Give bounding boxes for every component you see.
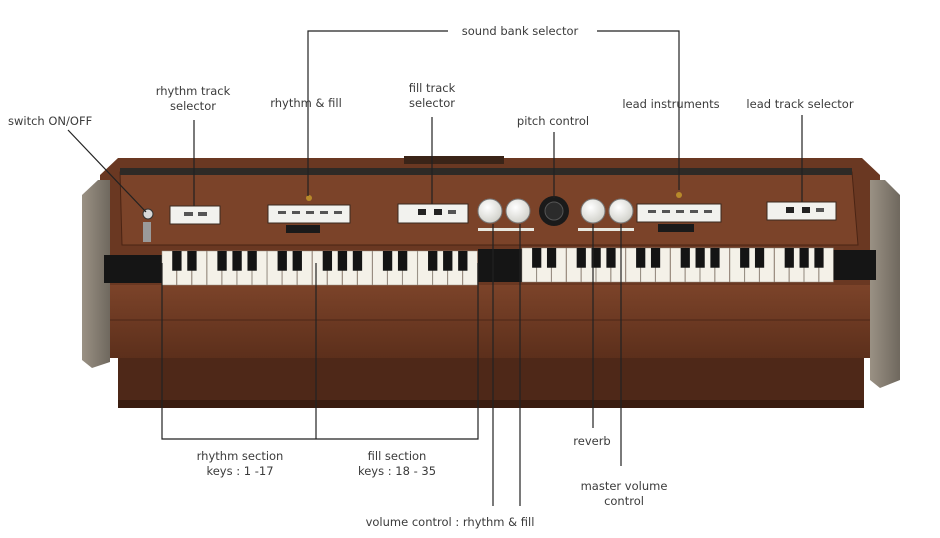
black-key[interactable] <box>292 251 302 271</box>
black-key[interactable] <box>740 248 750 268</box>
rhythm-fill-selector[interactable] <box>267 195 351 233</box>
label-master-volume-line2: control <box>604 494 644 508</box>
black-key[interactable] <box>754 248 765 268</box>
black-key[interactable] <box>710 248 720 268</box>
label-rhythm-section-line2: keys : 1 -17 <box>206 464 274 478</box>
label-fill-section: fill section keys : 18 - 35 <box>358 449 436 479</box>
label-rhythm-track-selector: rhythm track selector <box>156 84 231 114</box>
black-key[interactable] <box>532 248 542 268</box>
lead-instruments-selector[interactable] <box>636 192 722 232</box>
label-rhythm-section-line1: rhythm section <box>196 449 284 463</box>
volume-knob-rhythm[interactable] <box>477 198 503 224</box>
black-key[interactable] <box>650 248 661 268</box>
black-key[interactable] <box>799 248 809 268</box>
black-key[interactable] <box>172 251 182 271</box>
black-key[interactable] <box>337 251 348 271</box>
label-sound-bank-selector: sound bank selector <box>461 24 579 38</box>
keyboard-right[interactable] <box>521 247 834 283</box>
label-volume-control-rhythm-fill: volume control : rhythm & fill <box>365 515 535 529</box>
label-fill-track-line1: fill track <box>408 81 456 95</box>
label-lead-instruments: lead instruments <box>622 97 720 111</box>
pitch-knob[interactable] <box>539 196 569 226</box>
label-master-volume-control: master volume control <box>581 479 668 509</box>
black-key[interactable] <box>217 251 227 271</box>
label-fill-section-line2: keys : 18 - 35 <box>357 464 437 478</box>
label-rhythm-track-line1: rhythm track <box>155 84 231 98</box>
label-rhythm-and-fill: rhythm & fill <box>270 96 342 110</box>
black-key[interactable] <box>606 248 616 268</box>
label-fill-track-line2: selector <box>409 96 455 110</box>
black-key[interactable] <box>352 251 363 271</box>
label-reverb: reverb <box>573 434 611 448</box>
label-rhythm-section: rhythm section keys : 1 -17 <box>197 449 284 479</box>
black-key[interactable] <box>382 251 393 271</box>
black-key[interactable] <box>247 251 257 271</box>
label-master-volume-line1: master volume <box>580 479 668 493</box>
label-fill-section-line1: fill section <box>367 449 427 463</box>
black-key[interactable] <box>232 251 242 271</box>
black-key[interactable] <box>784 248 794 268</box>
callout-lines <box>67 30 803 506</box>
black-key[interactable] <box>322 251 333 271</box>
label-fill-track-selector: fill track selector <box>409 81 456 111</box>
black-key[interactable] <box>814 248 824 268</box>
black-key[interactable] <box>458 251 468 271</box>
black-key[interactable] <box>443 251 453 271</box>
right-end-cap <box>870 180 900 388</box>
reverb-knob[interactable] <box>580 198 606 224</box>
fill-track-selector[interactable] <box>397 203 469 224</box>
black-key[interactable] <box>187 251 197 271</box>
label-rhythm-track-line2: selector <box>170 99 216 113</box>
black-key[interactable] <box>591 248 601 268</box>
keyboard-left[interactable] <box>161 250 478 286</box>
label-lead-track-selector: lead track selector <box>746 97 854 111</box>
black-key[interactable] <box>680 248 690 268</box>
left-end-cap <box>82 180 110 368</box>
label-pitch-control: pitch control <box>516 114 590 128</box>
rhythm-track-selector[interactable] <box>169 205 221 225</box>
black-key[interactable] <box>277 251 287 271</box>
black-key[interactable] <box>428 251 438 271</box>
black-key[interactable] <box>397 251 408 271</box>
volume-knob-fill[interactable] <box>505 198 531 224</box>
master-volume-knob[interactable] <box>608 198 634 224</box>
black-key[interactable] <box>695 248 705 268</box>
black-key[interactable] <box>636 248 646 268</box>
label-switch-on-off: switch ON/OFF <box>8 114 93 128</box>
black-key[interactable] <box>576 248 586 268</box>
black-key[interactable] <box>546 248 557 268</box>
lead-track-selector[interactable] <box>766 201 837 221</box>
